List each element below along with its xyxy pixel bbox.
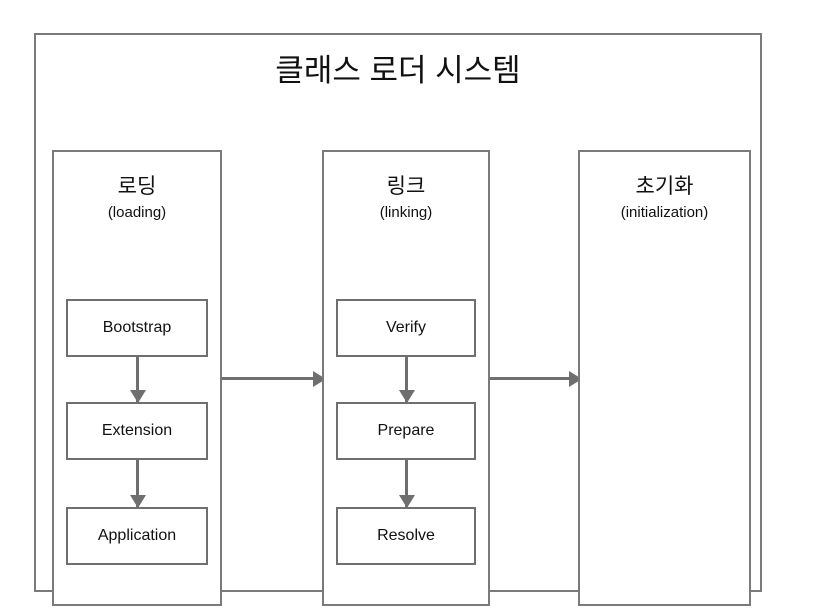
step-label-bootstrap: Bootstrap (102, 319, 172, 336)
down-arrow-icon-verify-to-prepare (398, 357, 415, 403)
step-label-prepare: Prepare (377, 422, 435, 439)
step-label-resolve: Resolve (377, 527, 435, 544)
phase-name-ko-initialization: 초기화 (635, 175, 694, 198)
phase-name-en-initialization: (initialization) (620, 204, 709, 221)
down-arrow-icon-prepare-to-resolve (398, 460, 415, 508)
step-box-resolve: Resolve (336, 507, 476, 565)
phase-name-en-linking: (linking) (379, 204, 433, 221)
diagram-outer-frame: 클래스 로더 시스템 로딩 (loading) Bootstrap Extens… (34, 33, 762, 606)
step-label-verify: Verify (385, 319, 426, 336)
phase-header-initialization: 초기화 (initialization) (580, 173, 749, 223)
phase-name-en-loading: (loading) (107, 204, 167, 221)
phase-column-initialization: 초기화 (initialization) (578, 150, 751, 606)
down-arrow-icon-extension-to-application (129, 460, 146, 508)
phase-header-linking: 링크 (linking) (324, 173, 488, 223)
phase-name-ko-linking: 링크 (386, 175, 426, 198)
phase-column-linking: 링크 (linking) Verify Prepare Resolve (322, 150, 490, 606)
diagram-title: 클래스 로더 시스템 (275, 53, 521, 88)
step-label-extension: Extension (101, 422, 173, 439)
down-arrow-icon-bootstrap-to-extension (129, 357, 146, 403)
step-box-bootstrap: Bootstrap (66, 299, 208, 357)
step-box-extension: Extension (66, 402, 208, 460)
right-arrow-icon-loading-to-linking (222, 370, 326, 387)
step-label-application: Application (97, 527, 177, 544)
phase-column-loading: 로딩 (loading) Bootstrap Extension Applica… (52, 150, 222, 606)
step-box-prepare: Prepare (336, 402, 476, 460)
phase-name-ko-loading: 로딩 (117, 175, 157, 198)
step-box-application: Application (66, 507, 208, 565)
step-box-verify: Verify (336, 299, 476, 357)
phase-header-loading: 로딩 (loading) (54, 173, 220, 223)
right-arrow-icon-linking-to-initialization (490, 370, 582, 387)
